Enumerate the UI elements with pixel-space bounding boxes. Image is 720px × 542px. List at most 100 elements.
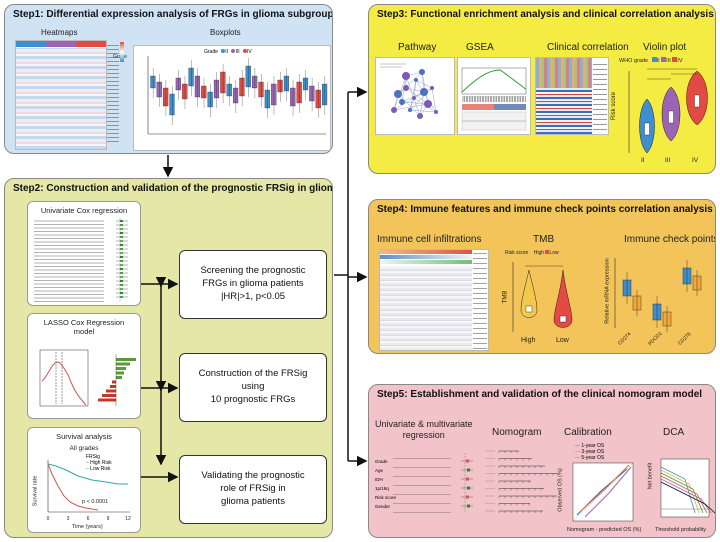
network-node — [402, 72, 410, 80]
step1-heatmap — [15, 40, 107, 150]
dca-curve — [660, 478, 712, 514]
immune-heatmap — [379, 249, 489, 351]
forest-point — [120, 256, 123, 258]
step1-gene-labels — [107, 42, 119, 142]
dca-curve — [660, 466, 696, 514]
forest-point — [120, 220, 123, 222]
forest-point — [120, 264, 123, 266]
checkpoint-boxes — [614, 258, 702, 332]
boxplots-label: Boxplots — [210, 28, 241, 37]
boxplot-box — [277, 79, 283, 93]
network-node — [391, 107, 397, 113]
survival-xlabel: Time (years) — [72, 524, 103, 530]
forest-var-label: IDH — [375, 477, 383, 482]
lasso-coef-bar — [116, 358, 136, 361]
forest-point — [120, 224, 123, 226]
step1-boxplot: Grade II III IV — [133, 45, 331, 151]
step5-title: Step5: Establishment and validation of t… — [377, 389, 703, 400]
boxplot-box — [156, 81, 162, 98]
forest-point — [466, 477, 469, 481]
pathway-label: Pathway — [398, 42, 437, 53]
network-marks — [380, 63, 438, 119]
boxplot-box — [302, 77, 309, 91]
step2-arrows — [141, 277, 179, 483]
survival-subtitle: All grades — [69, 445, 99, 452]
screening-box: Screening the prognostic FRGs in glioma … — [179, 250, 327, 319]
survival-subpanel: Survival analysis All grades FRSig – Hig… — [27, 427, 141, 533]
calibration-xlabel: Nomogram - predicted OS (%) — [567, 527, 642, 533]
calibration-curves — [572, 462, 634, 522]
lasso-label: LASSO Cox Regression model — [43, 318, 125, 336]
univariate-label: Univariate Cox regression — [40, 206, 128, 215]
forest-point — [120, 280, 123, 282]
boxplot-box — [264, 89, 270, 109]
lasso-deviance — [41, 361, 87, 406]
network-node — [430, 86, 434, 90]
tmb-box — [525, 305, 533, 313]
survival-high-risk — [47, 463, 99, 511]
dca-ylabel: Net benefit — [647, 462, 654, 490]
network-node — [394, 90, 402, 98]
forest-point — [467, 504, 470, 508]
violin-box — [668, 110, 674, 124]
step1-grade-label: Grade — [113, 54, 127, 60]
checkpoint-label: Immune check points — [624, 234, 716, 245]
boxplot-box — [296, 81, 302, 104]
tmb-legend: Risk score High Low — [505, 250, 559, 256]
tmb-panel: Risk score High Low TMB High Low — [501, 250, 583, 350]
violin-marks — [628, 68, 708, 154]
lasso-subpanel: LASSO Cox Regression model — [27, 313, 141, 419]
forest-point — [120, 232, 123, 234]
forest-point — [120, 244, 123, 246]
lasso-coef-bar — [116, 371, 124, 375]
heatmaps-label: Heatmaps — [41, 28, 78, 37]
tmb-box — [559, 315, 567, 323]
gsea-es-curve — [461, 69, 527, 93]
forest-point — [467, 486, 470, 490]
nomogram-marks — [485, 450, 558, 513]
boxplot-box — [271, 83, 277, 106]
forest-point — [120, 272, 123, 274]
forest-point — [120, 296, 123, 298]
lasso-coef-bar — [116, 376, 122, 379]
step4-title: Step4: Immune features and immune check … — [377, 204, 713, 215]
step3-panel: Step3: Functional enrichment analysis an… — [368, 4, 716, 174]
checkpoint-x-1: PDCD1 — [647, 330, 664, 348]
lasso-coef-bar — [110, 385, 116, 388]
tmb-ylabel: TMB — [502, 290, 509, 304]
forest-point — [120, 240, 123, 242]
forest-var-label: Age — [375, 468, 384, 473]
boxplot-box — [175, 77, 181, 91]
survival-xtick: 9 — [107, 516, 110, 522]
boxplot-box — [258, 81, 264, 98]
boxplot-box — [169, 93, 175, 116]
boxplot-box — [194, 75, 201, 98]
forest-point — [466, 459, 469, 463]
tmb-x-low: Low — [556, 337, 569, 344]
gsea-label: GSEA — [466, 42, 494, 53]
checkpoint-panel: Relative mRNA expression CD274 PDCD1 CD2… — [601, 250, 711, 350]
step5-panel: Step5: Establishment and validation of t… — [368, 384, 716, 538]
pathway-network — [375, 57, 455, 135]
network-node — [424, 100, 432, 108]
network-node — [399, 99, 405, 105]
forest-point — [466, 495, 469, 499]
forest-point — [120, 228, 123, 230]
survival-xtick: 3 — [67, 516, 70, 522]
lasso-plots — [39, 349, 136, 407]
boxplot-box — [163, 87, 169, 107]
step2-title: Step2: Construction and validation of th… — [13, 183, 333, 194]
uni-multi-label: Univariate & multivariate regression — [375, 419, 473, 440]
forest-point — [467, 468, 470, 472]
tmb-violin — [553, 269, 573, 328]
immune-label: Immune cell infiltrations — [377, 234, 482, 245]
step1-panel: Step1: Differential expression analysis … — [4, 4, 333, 154]
survival-pvalue: p < 0.0001 — [82, 499, 109, 505]
forest-point — [120, 292, 123, 294]
boxplot-box — [220, 71, 226, 94]
forest-point — [120, 252, 123, 254]
network-node — [434, 110, 438, 114]
